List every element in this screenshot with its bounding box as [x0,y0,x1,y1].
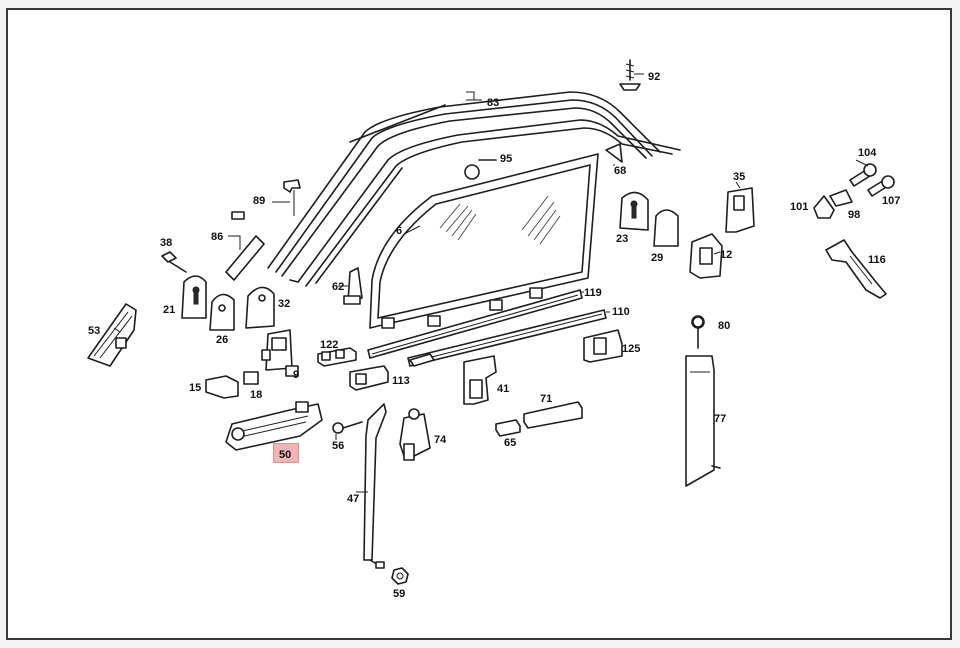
callout-35: 35 [733,171,745,183]
callout-56: 56 [332,440,344,452]
callout-74: 74 [434,434,447,446]
callout-77: 77 [714,413,726,425]
callout-18: 18 [250,389,262,401]
callout-62: 62 [332,281,344,293]
callout-116: 116 [868,254,886,266]
trim-strips [225,179,301,281]
callout-68: 68 [614,165,626,177]
callout-86: 86 [211,231,223,243]
brackets-right [605,143,755,279]
blocks-71-65 [495,401,583,437]
callout-labels: 92 83 95 68 89 86 6 38 21 26 32 53 62 11… [88,71,900,600]
callout-83: 83 [487,97,499,109]
callout-104: 104 [858,147,877,159]
callout-110: 110 [612,306,630,318]
clips-122-113 [317,347,389,391]
callout-101: 101 [790,201,808,213]
callout-26: 26 [216,334,228,346]
screws-104-107 [813,163,895,219]
callout-21: 21 [163,304,175,316]
callout-6: 6 [396,225,402,237]
callout-32: 32 [278,298,290,310]
callout-59: 59 [393,588,405,600]
screw-92 [619,59,641,91]
part-116-lever [825,239,887,299]
callout-98: 98 [848,209,860,221]
window-frame-channel [267,91,681,287]
part-47-strip [363,403,387,569]
callout-89: 89 [253,195,265,207]
part-125-clip [583,329,623,363]
callout-125: 125 [622,343,640,355]
part-41-bracket [463,355,497,405]
glass-guide-rails [367,289,607,367]
callout-29: 29 [651,252,663,264]
callout-92: 92 [648,71,660,83]
part-50-handle [225,401,323,451]
callout-38: 38 [160,237,172,249]
part-53-guide [87,303,137,367]
part-62-bracket [343,267,363,305]
callout-41: 41 [497,383,509,395]
brackets-left [161,251,275,331]
callout-71: 71 [540,393,552,405]
door-glass [369,153,599,329]
callout-65: 65 [504,437,516,449]
part-95-grommet [464,159,497,180]
callout-53: 53 [88,325,100,337]
callout-23: 23 [616,233,628,245]
callout-119: 119 [584,287,602,299]
callout-15: 15 [189,382,201,394]
callout-47: 47 [347,493,359,505]
highlight-box-part-50 [273,443,299,463]
part-74-lock [399,408,431,461]
callout-113: 113 [392,375,410,387]
part-9-block [261,329,299,377]
nut-59 [391,567,409,585]
callout-9: 9 [293,369,299,381]
callout-80: 80 [718,320,730,332]
part-77-pillar-trim [685,315,721,487]
callout-107: 107 [882,195,900,207]
leader-lines [113,73,869,493]
clips-15-18 [205,371,259,399]
callout-50: 50 [279,449,291,461]
callout-95: 95 [500,153,512,165]
screw-56 [332,421,363,434]
callout-12: 12 [720,249,732,261]
callout-122: 122 [320,339,338,351]
bolt-80 [692,316,704,328]
